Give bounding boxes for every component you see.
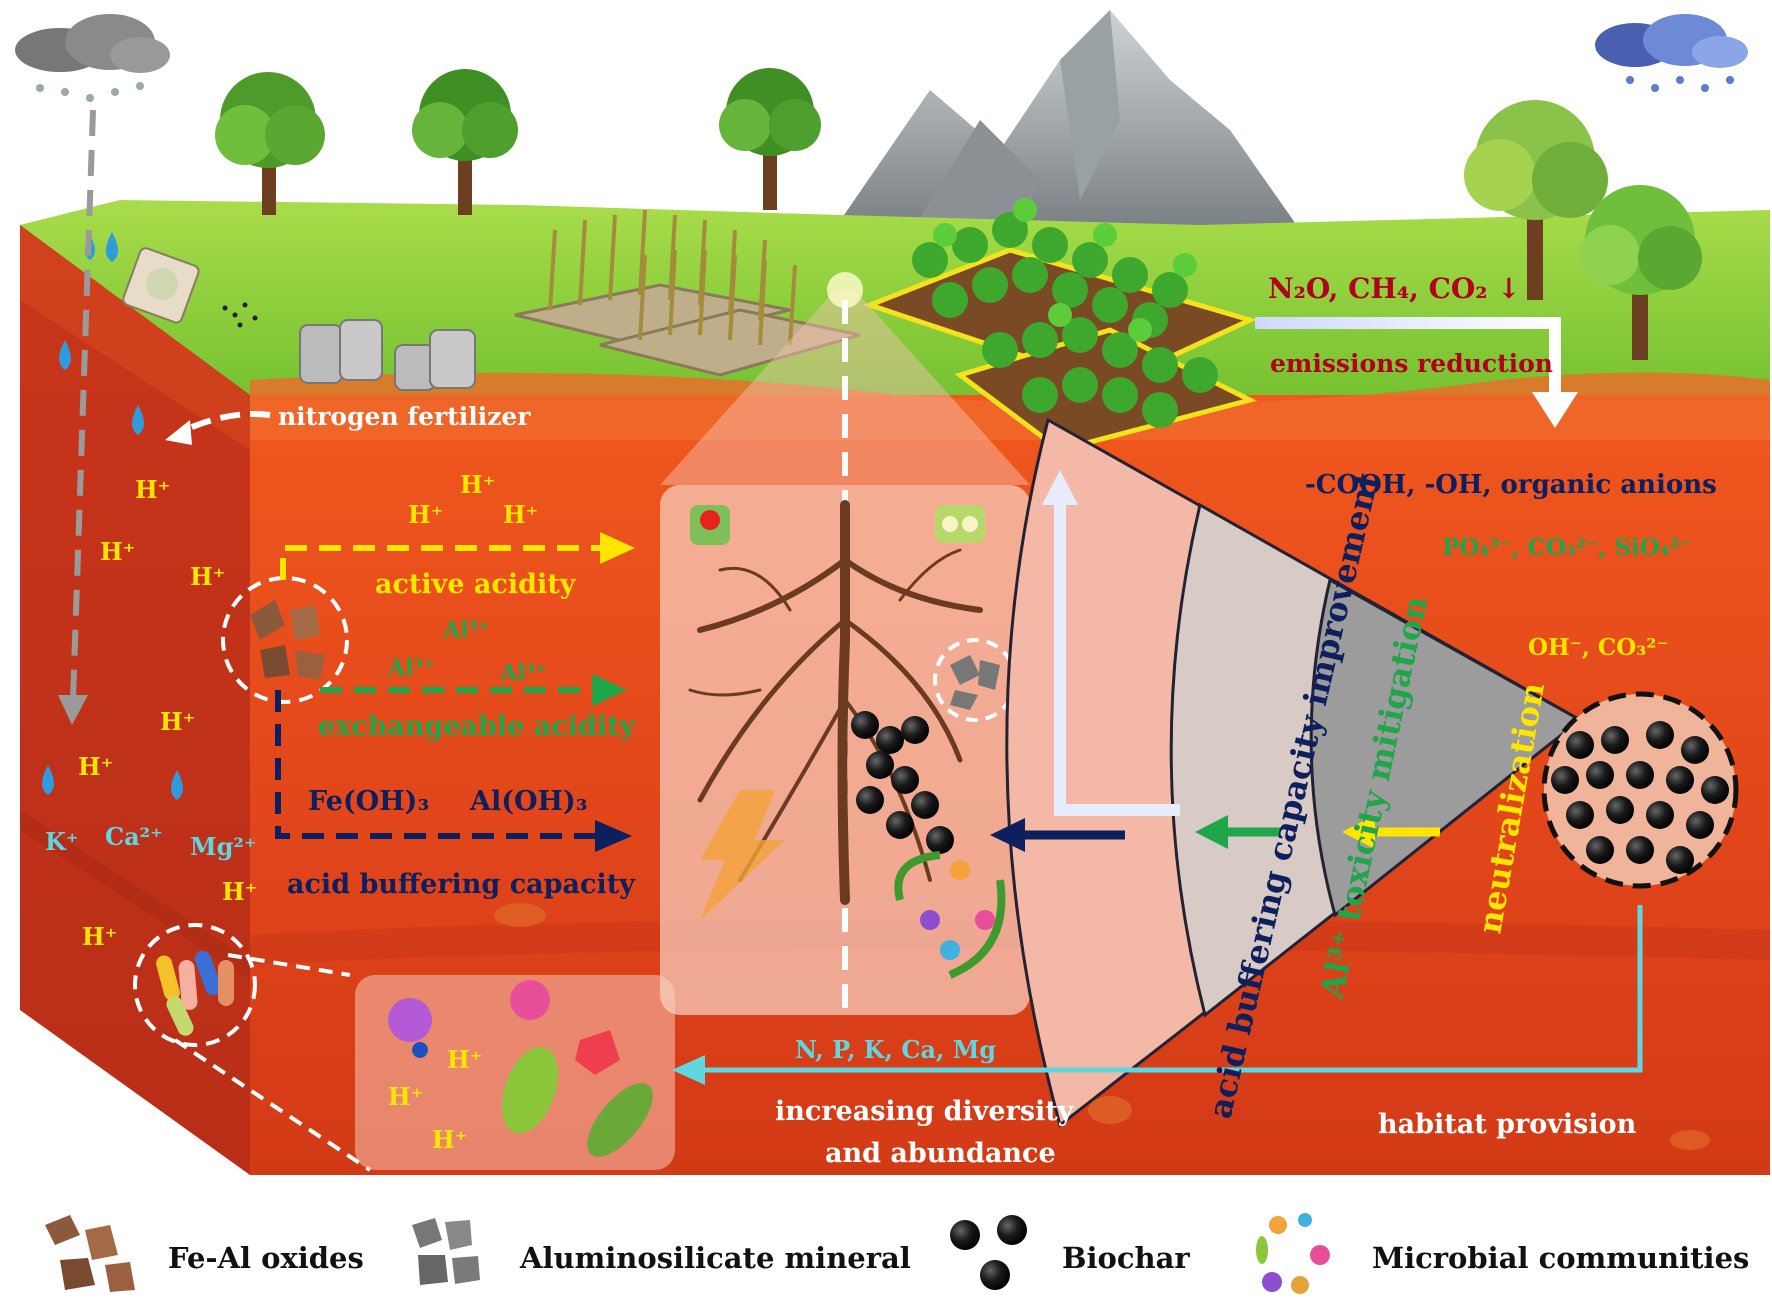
habitat-arrow bbox=[672, 905, 1643, 1085]
acid-buffering-capacity-label: acid buffering capacity bbox=[287, 869, 636, 900]
h-plus-ion: H⁺ bbox=[503, 500, 538, 529]
exchangeable-acidity-arrow bbox=[320, 674, 627, 706]
vegetable-field-icon bbox=[862, 198, 1258, 453]
fertilizer-bag-icon bbox=[299, 319, 476, 391]
k-plus-ion: K⁺ bbox=[45, 827, 79, 856]
habitat-provision-label: habitat provision bbox=[1378, 1109, 1637, 1140]
legend: Fe-Al oxides Aluminosilicate mineral Bio… bbox=[45, 1213, 1749, 1294]
microbe-box bbox=[355, 975, 675, 1170]
hydroxide-ions-label: OH⁻, CO₃²⁻ bbox=[1528, 634, 1669, 661]
exchangeable-acidity-label: exchangeable acidity bbox=[318, 711, 637, 742]
rain-cloud-right-icon bbox=[1595, 14, 1748, 92]
al3-ion: Al³⁺ bbox=[387, 655, 435, 681]
legend-label: Microbial communities bbox=[1372, 1241, 1749, 1275]
emissions-arrow bbox=[1255, 317, 1578, 428]
tree-icon bbox=[215, 72, 325, 215]
aluminosilicate-icon bbox=[412, 1218, 480, 1285]
h-plus-ion: H⁺ bbox=[190, 562, 225, 591]
h-plus-ion: H⁺ bbox=[460, 470, 495, 499]
fe-al-oxides-cluster bbox=[221, 576, 349, 704]
nutrients-label: N, P, K, Ca, Mg bbox=[795, 1035, 996, 1064]
root-panel bbox=[660, 272, 1030, 1015]
neutralization-arrow bbox=[1342, 815, 1440, 849]
ca2-plus-ion: Ca²⁺ bbox=[105, 822, 163, 851]
organic-anions-label: -COOH, -OH, organic anions bbox=[1305, 470, 1717, 500]
tree-icon bbox=[1464, 100, 1608, 300]
h-plus-ion: H⁺ bbox=[100, 537, 135, 566]
microbe-icon bbox=[1256, 1213, 1330, 1294]
h-plus-ion: H⁺ bbox=[408, 500, 443, 529]
buffering-arrow bbox=[990, 818, 1125, 852]
h-plus-ion: H⁺ bbox=[82, 922, 117, 951]
legend-label: Aluminosilicate mineral bbox=[519, 1241, 911, 1275]
increasing-diversity-label: increasing diversity bbox=[775, 1096, 1075, 1127]
fe-oh3-label: Fe(OH)₃ bbox=[308, 786, 429, 817]
nitrogen-fertilizer-label: nitrogen fertilizer bbox=[278, 402, 531, 431]
biochar-cluster bbox=[1541, 691, 1739, 889]
toxicity-arrow bbox=[1195, 815, 1280, 849]
al-oh3-label: Al(OH)₃ bbox=[469, 786, 588, 817]
al3-ion: Al³⁺ bbox=[499, 660, 547, 686]
upward-white-arrow bbox=[1042, 470, 1180, 816]
rain-leaching-arrow bbox=[58, 109, 96, 725]
lightning-icon bbox=[700, 790, 785, 920]
al3-ion: Al³⁺ bbox=[442, 617, 490, 643]
tree-icon bbox=[412, 69, 518, 215]
fertilizer-arrow bbox=[165, 411, 271, 445]
h-plus-ion: H⁺ bbox=[78, 752, 113, 781]
emissions-gases-label: N₂O, CH₄, CO₂ ↓ bbox=[1268, 272, 1521, 305]
tree-icon bbox=[719, 68, 821, 210]
emissions-reduction-label: emissions reduction bbox=[1270, 349, 1553, 378]
h-plus-ion: H⁺ bbox=[447, 1045, 482, 1074]
active-acidity-label: active acidity bbox=[375, 569, 577, 600]
h-plus-ion: H⁺ bbox=[432, 1125, 467, 1154]
increasing-diversity-label-2: and abundance bbox=[825, 1138, 1056, 1169]
soil-particles-cluster bbox=[133, 923, 257, 1047]
biochar-icon bbox=[950, 1215, 1027, 1290]
h-plus-ion: H⁺ bbox=[222, 877, 257, 906]
legend-label: Biochar bbox=[1062, 1241, 1190, 1275]
rain-cloud-left-icon bbox=[15, 14, 170, 102]
wheat-field-icon bbox=[514, 209, 861, 377]
fertilizer-sack-icon bbox=[122, 247, 258, 328]
acid-buffering-arrow bbox=[275, 690, 632, 852]
legend-label: Fe-Al oxides bbox=[168, 1241, 364, 1275]
h-plus-ion: H⁺ bbox=[135, 475, 170, 504]
fe-al-oxides-icon bbox=[45, 1215, 135, 1292]
mg2-plus-ion: Mg²⁺ bbox=[190, 832, 257, 861]
tree-icon bbox=[1580, 185, 1702, 360]
h-plus-ion: H⁺ bbox=[388, 1082, 423, 1111]
active-acidity-arrow bbox=[280, 532, 635, 580]
h-plus-ion: H⁺ bbox=[160, 707, 195, 736]
phosphate-ions-label: PO₄³⁻, CO₃²⁻, SiO₄²⁻ bbox=[1442, 534, 1692, 561]
